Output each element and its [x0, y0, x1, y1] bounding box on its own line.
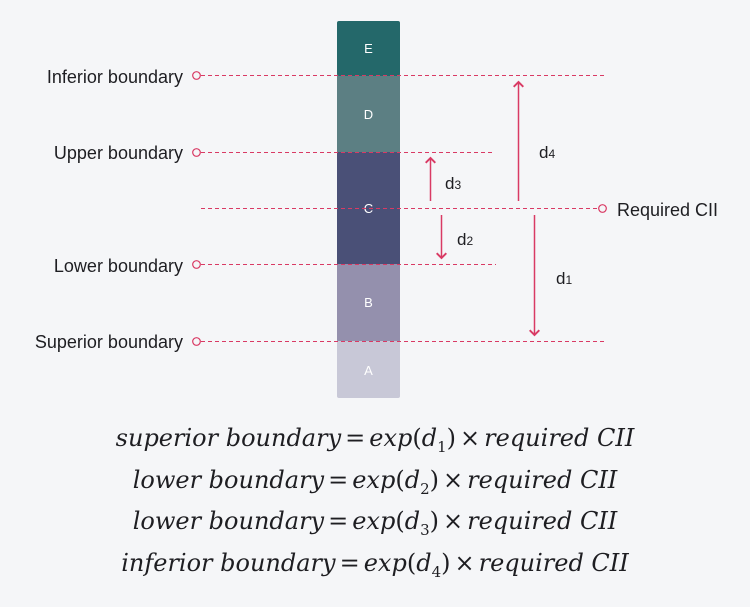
formula-var: d	[404, 465, 421, 494]
times-sign: ×	[443, 507, 464, 536]
times-sign: ×	[443, 465, 464, 494]
band-b	[337, 264, 400, 341]
superior-boundary-label: Superior boundary	[35, 332, 183, 352]
equals-sign: =	[328, 465, 349, 494]
band-label-a: A	[364, 363, 373, 378]
formula-subscript: 4	[431, 562, 442, 581]
upper-boundary-marker	[192, 148, 201, 157]
required-cii-label: Required CII	[617, 200, 718, 220]
band-d	[337, 76, 400, 152]
formula-block: superior boundary=exp(d1)×required CII l…	[0, 418, 750, 585]
formula-superior: superior boundary=exp(d1)×required CII	[0, 418, 750, 460]
formula-lower-d2: lower boundary=exp(d2)×required CII	[0, 460, 750, 502]
band-e	[337, 21, 400, 76]
band-a	[337, 341, 400, 398]
equals-sign: =	[328, 507, 349, 536]
paren-open: (	[395, 465, 405, 494]
inferior-boundary-label: Inferior boundary	[47, 67, 183, 87]
formula-subscript: 2	[420, 479, 430, 498]
formula-var: d	[416, 549, 432, 578]
formula-rhs: required CII	[478, 549, 629, 578]
upper-boundary-label: Upper boundary	[54, 143, 183, 163]
cii-rating-diagram: E D C B A Inferior boundary Upper bounda…	[35, 21, 718, 398]
lower-boundary-label: Lower boundary	[54, 256, 183, 276]
formula-subscript: 1	[437, 437, 447, 456]
superior-boundary-marker	[192, 337, 201, 346]
equals-sign: =	[339, 549, 360, 578]
formula-var: d	[404, 507, 421, 536]
formula-func: exp	[363, 549, 407, 578]
formula-rhs: required CII	[484, 424, 635, 452]
band-label-c: C	[364, 201, 373, 216]
formula-lhs: inferior boundary	[121, 549, 336, 578]
paren-close: )	[446, 424, 457, 452]
formula-lower-d3: lower boundary=exp(d3)×required CII	[0, 501, 750, 543]
paren-open: (	[406, 549, 417, 578]
lower-boundary-marker	[192, 260, 201, 269]
inferior-boundary-marker	[192, 71, 201, 80]
d1-label: d1	[556, 269, 572, 288]
formula-lhs: lower boundary	[132, 465, 325, 494]
formula-subscript: 3	[420, 521, 430, 540]
times-sign: ×	[454, 549, 475, 578]
formula-lhs: lower boundary	[132, 507, 325, 536]
rating-bar: E D C B A	[337, 21, 400, 398]
times-sign: ×	[460, 424, 481, 452]
formula-func: exp	[352, 507, 396, 536]
formula-rhs: required CII	[467, 465, 618, 494]
band-label-b: B	[364, 295, 373, 310]
formula-func: exp	[352, 465, 396, 494]
d4-label: d4	[539, 143, 555, 162]
formula-var: d	[421, 424, 438, 452]
paren-open: (	[412, 424, 422, 452]
d3-label: d3	[445, 174, 461, 193]
formula-inferior: inferior boundary=exp(d4)×required CII	[0, 543, 750, 585]
required-cii-marker	[598, 204, 607, 213]
paren-close: )	[429, 465, 439, 494]
paren-close: )	[429, 507, 439, 536]
paren-close: )	[441, 549, 451, 578]
formula-func: exp	[369, 424, 413, 452]
band-label-d: D	[364, 107, 373, 122]
equals-sign: =	[345, 424, 366, 452]
formula-lhs: superior boundary	[115, 424, 342, 452]
d2-label: d2	[457, 230, 473, 249]
band-c	[337, 152, 400, 264]
formula-rhs: required CII	[467, 507, 618, 536]
band-label-e: E	[364, 41, 373, 56]
paren-open: (	[395, 507, 405, 536]
